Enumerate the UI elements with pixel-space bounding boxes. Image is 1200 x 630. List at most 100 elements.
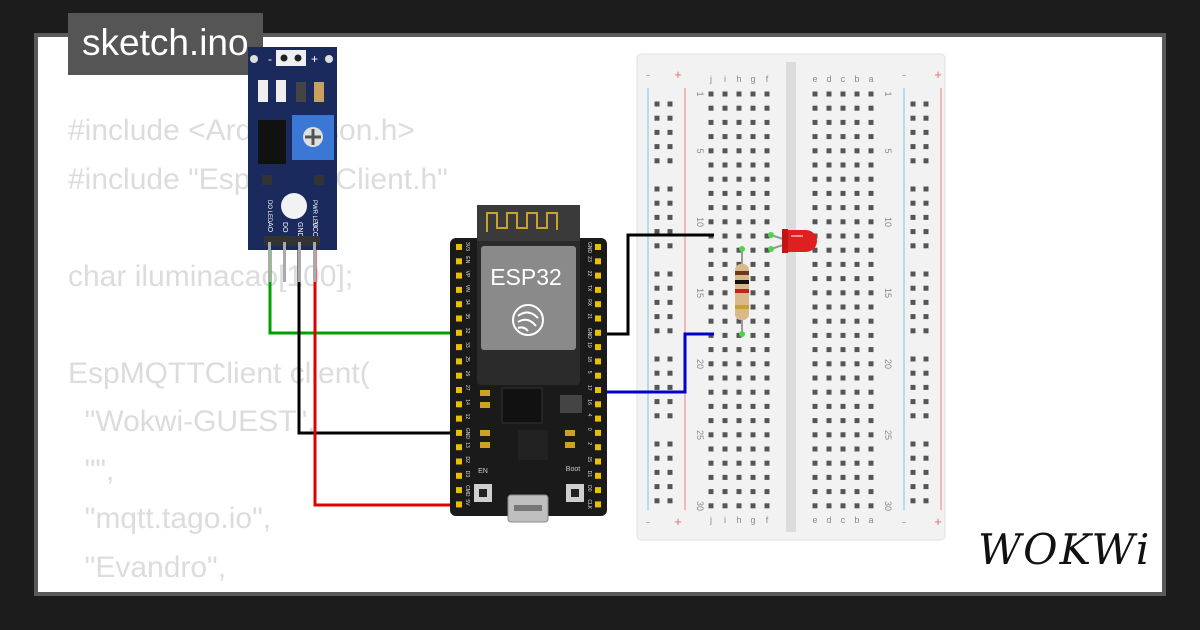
breadboard-hole[interactable]: [708, 148, 714, 154]
breadboard-hole[interactable]: [923, 441, 929, 447]
breadboard-hole[interactable]: [764, 261, 770, 267]
breadboard-hole[interactable]: [812, 375, 818, 381]
breadboard-hole[interactable]: [764, 148, 770, 154]
breadboard-hole[interactable]: [708, 276, 714, 282]
breadboard-hole[interactable]: [854, 318, 860, 324]
breadboard-hole[interactable]: [854, 375, 860, 381]
breadboard-hole[interactable]: [654, 271, 660, 277]
breadboard-hole[interactable]: [812, 446, 818, 452]
breadboard-hole[interactable]: [854, 418, 860, 424]
breadboard-hole[interactable]: [722, 304, 728, 310]
esp32-pin[interactable]: [595, 272, 601, 279]
breadboard-hole[interactable]: [654, 115, 660, 121]
breadboard-hole[interactable]: [812, 176, 818, 182]
esp32-pin[interactable]: [456, 444, 462, 451]
breadboard-hole[interactable]: [736, 176, 742, 182]
breadboard-hole[interactable]: [910, 484, 916, 490]
breadboard-hole[interactable]: [708, 119, 714, 125]
esp32-pin[interactable]: [456, 472, 462, 479]
breadboard-hole[interactable]: [854, 219, 860, 225]
breadboard-hole[interactable]: [910, 314, 916, 320]
breadboard-hole[interactable]: [868, 318, 874, 324]
esp32-pin[interactable]: [456, 458, 462, 465]
breadboard-hole[interactable]: [750, 389, 756, 395]
breadboard-hole[interactable]: [910, 115, 916, 121]
breadboard-hole[interactable]: [826, 290, 832, 296]
esp32-pin[interactable]: [595, 429, 601, 436]
breadboard-hole[interactable]: [868, 403, 874, 409]
breadboard-hole[interactable]: [826, 205, 832, 211]
breadboard-hole[interactable]: [868, 162, 874, 168]
breadboard-hole[interactable]: [750, 446, 756, 452]
breadboard-hole[interactable]: [923, 484, 929, 490]
breadboard-hole[interactable]: [750, 119, 756, 125]
breadboard-hole[interactable]: [868, 205, 874, 211]
breadboard-hole[interactable]: [722, 474, 728, 480]
breadboard-hole[interactable]: [826, 460, 832, 466]
breadboard-hole[interactable]: [923, 115, 929, 121]
breadboard-hole[interactable]: [667, 498, 673, 504]
breadboard-hole[interactable]: [826, 446, 832, 452]
breadboard-hole[interactable]: [840, 91, 846, 97]
breadboard-hole[interactable]: [812, 290, 818, 296]
breadboard-hole[interactable]: [812, 247, 818, 253]
breadboard-hole[interactable]: [708, 375, 714, 381]
breadboard-hole[interactable]: [654, 469, 660, 475]
breadboard-hole[interactable]: [708, 432, 714, 438]
breadboard-hole[interactable]: [750, 290, 756, 296]
breadboard-hole[interactable]: [736, 91, 742, 97]
breadboard-hole[interactable]: [667, 101, 673, 107]
breadboard-hole[interactable]: [736, 134, 742, 140]
breadboard-hole[interactable]: [722, 105, 728, 111]
esp32-pin[interactable]: [456, 329, 462, 336]
breadboard-hole[interactable]: [654, 200, 660, 206]
breadboard-hole[interactable]: [854, 361, 860, 367]
breadboard-hole[interactable]: [923, 399, 929, 405]
breadboard-hole[interactable]: [750, 304, 756, 310]
breadboard-hole[interactable]: [840, 134, 846, 140]
breadboard-hole[interactable]: [764, 119, 770, 125]
breadboard-hole[interactable]: [840, 389, 846, 395]
breadboard-hole[interactable]: [667, 115, 673, 121]
breadboard-hole[interactable]: [722, 460, 728, 466]
breadboard-hole[interactable]: [840, 347, 846, 353]
breadboard-hole[interactable]: [812, 460, 818, 466]
breadboard-hole[interactable]: [722, 134, 728, 140]
breadboard-hole[interactable]: [736, 375, 742, 381]
breadboard-hole[interactable]: [854, 347, 860, 353]
breadboard-hole[interactable]: [840, 105, 846, 111]
breadboard-hole[interactable]: [667, 186, 673, 192]
breadboard-hole[interactable]: [654, 441, 660, 447]
breadboard-hole[interactable]: [854, 460, 860, 466]
breadboard-hole[interactable]: [764, 91, 770, 97]
breadboard-hole[interactable]: [764, 332, 770, 338]
breadboard-hole[interactable]: [812, 304, 818, 310]
breadboard-hole[interactable]: [826, 403, 832, 409]
breadboard-hole[interactable]: [667, 129, 673, 135]
breadboard-hole[interactable]: [910, 455, 916, 461]
breadboard-hole[interactable]: [764, 389, 770, 395]
breadboard-hole[interactable]: [764, 247, 770, 253]
breadboard-hole[interactable]: [654, 285, 660, 291]
breadboard-hole[interactable]: [654, 158, 660, 164]
breadboard-hole[interactable]: [654, 384, 660, 390]
breadboard-hole[interactable]: [868, 460, 874, 466]
breadboard-hole[interactable]: [722, 261, 728, 267]
breadboard-hole[interactable]: [826, 503, 832, 509]
breadboard-hole[interactable]: [812, 119, 818, 125]
breadboard-hole[interactable]: [910, 441, 916, 447]
breadboard-hole[interactable]: [868, 261, 874, 267]
breadboard-hole[interactable]: [722, 205, 728, 211]
breadboard-hole[interactable]: [667, 370, 673, 376]
breadboard-hole[interactable]: [654, 214, 660, 220]
breadboard-hole[interactable]: [722, 176, 728, 182]
esp32-pin[interactable]: [595, 501, 601, 508]
breadboard-hole[interactable]: [840, 418, 846, 424]
esp32-pin[interactable]: [595, 401, 601, 408]
breadboard-hole[interactable]: [708, 247, 714, 253]
breadboard-hole[interactable]: [868, 91, 874, 97]
breadboard-hole[interactable]: [667, 158, 673, 164]
breadboard-hole[interactable]: [764, 304, 770, 310]
breadboard-hole[interactable]: [840, 304, 846, 310]
breadboard-hole[interactable]: [750, 261, 756, 267]
